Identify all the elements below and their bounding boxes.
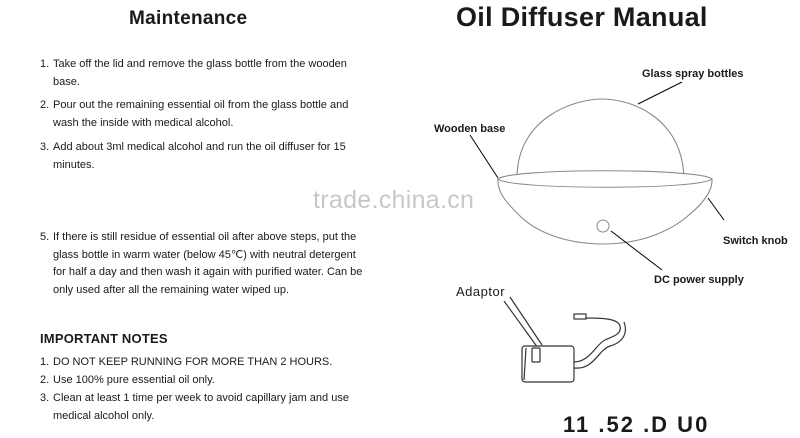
step-number: 2. bbox=[40, 99, 50, 111]
diffuser-manual-section: Oil Diffuser Manual Glass spray bottles … bbox=[400, 0, 800, 424]
step-number: 5. bbox=[40, 231, 50, 243]
manual-title: Oil Diffuser Manual bbox=[456, 2, 708, 32]
step-number: 1. bbox=[40, 58, 50, 70]
base-rim bbox=[497, 178, 713, 188]
note-number: 1. bbox=[40, 356, 50, 368]
label-wooden-base: Wooden base bbox=[434, 123, 506, 135]
diffuser-diagram bbox=[469, 81, 725, 383]
cut-off-text: 11 .52 .D U0 bbox=[563, 412, 710, 437]
note-number: 2. bbox=[40, 374, 50, 386]
maintenance-heading: Maintenance bbox=[129, 8, 248, 29]
switch-knob-shape bbox=[596, 219, 610, 233]
note-text: DO NOT KEEP RUNNING FOR MORE THAN 2 HOUR… bbox=[53, 356, 333, 368]
note-text: Use 100% pure essential oil only. bbox=[53, 374, 215, 386]
important-note-2: 2. Use 100% pure essential oil only. bbox=[40, 372, 360, 390]
adaptor-drawing bbox=[503, 296, 627, 383]
label-glass-spray-bottles: Glass spray bottles bbox=[642, 68, 744, 80]
label-dc-power-supply: DC power supply bbox=[654, 274, 744, 286]
step-text: Pour out the remaining essential oil fro… bbox=[53, 99, 349, 129]
note-number: 3. bbox=[40, 392, 50, 404]
maintenance-step-2: 2. Pour out the remaining essential oil … bbox=[40, 97, 370, 132]
step-number: 3. bbox=[40, 141, 50, 153]
maintenance-section: Maintenance 1. Take off the lid and remo… bbox=[0, 0, 400, 424]
maintenance-step-3: 3. Add about 3ml medical alcohol and run… bbox=[40, 139, 370, 174]
note-text: Clean at least 1 time per week to avoid … bbox=[53, 392, 349, 422]
step-text: Add about 3ml medical alcohol and run th… bbox=[53, 141, 346, 171]
wooden-base bbox=[497, 170, 713, 245]
maintenance-step-5: 5. If there is still residue of essentia… bbox=[40, 229, 370, 299]
label-adaptor: Adaptor bbox=[456, 284, 506, 299]
important-note-3: 3. Clean at least 1 time per week to avo… bbox=[40, 390, 360, 425]
maintenance-step-1: 1. Take off the lid and remove the glass… bbox=[40, 56, 370, 91]
glass-dome bbox=[516, 98, 685, 179]
step-text: Take off the lid and remove the glass bo… bbox=[53, 58, 347, 88]
label-switch-knob: Switch knob bbox=[723, 235, 788, 247]
important-notes-heading: IMPORTANT NOTES bbox=[40, 331, 168, 346]
important-note-1: 1. DO NOT KEEP RUNNING FOR MORE THAN 2 H… bbox=[40, 354, 360, 372]
step-text: If there is still residue of essential o… bbox=[53, 231, 363, 296]
watermark-text: trade.china.cn bbox=[313, 186, 475, 214]
